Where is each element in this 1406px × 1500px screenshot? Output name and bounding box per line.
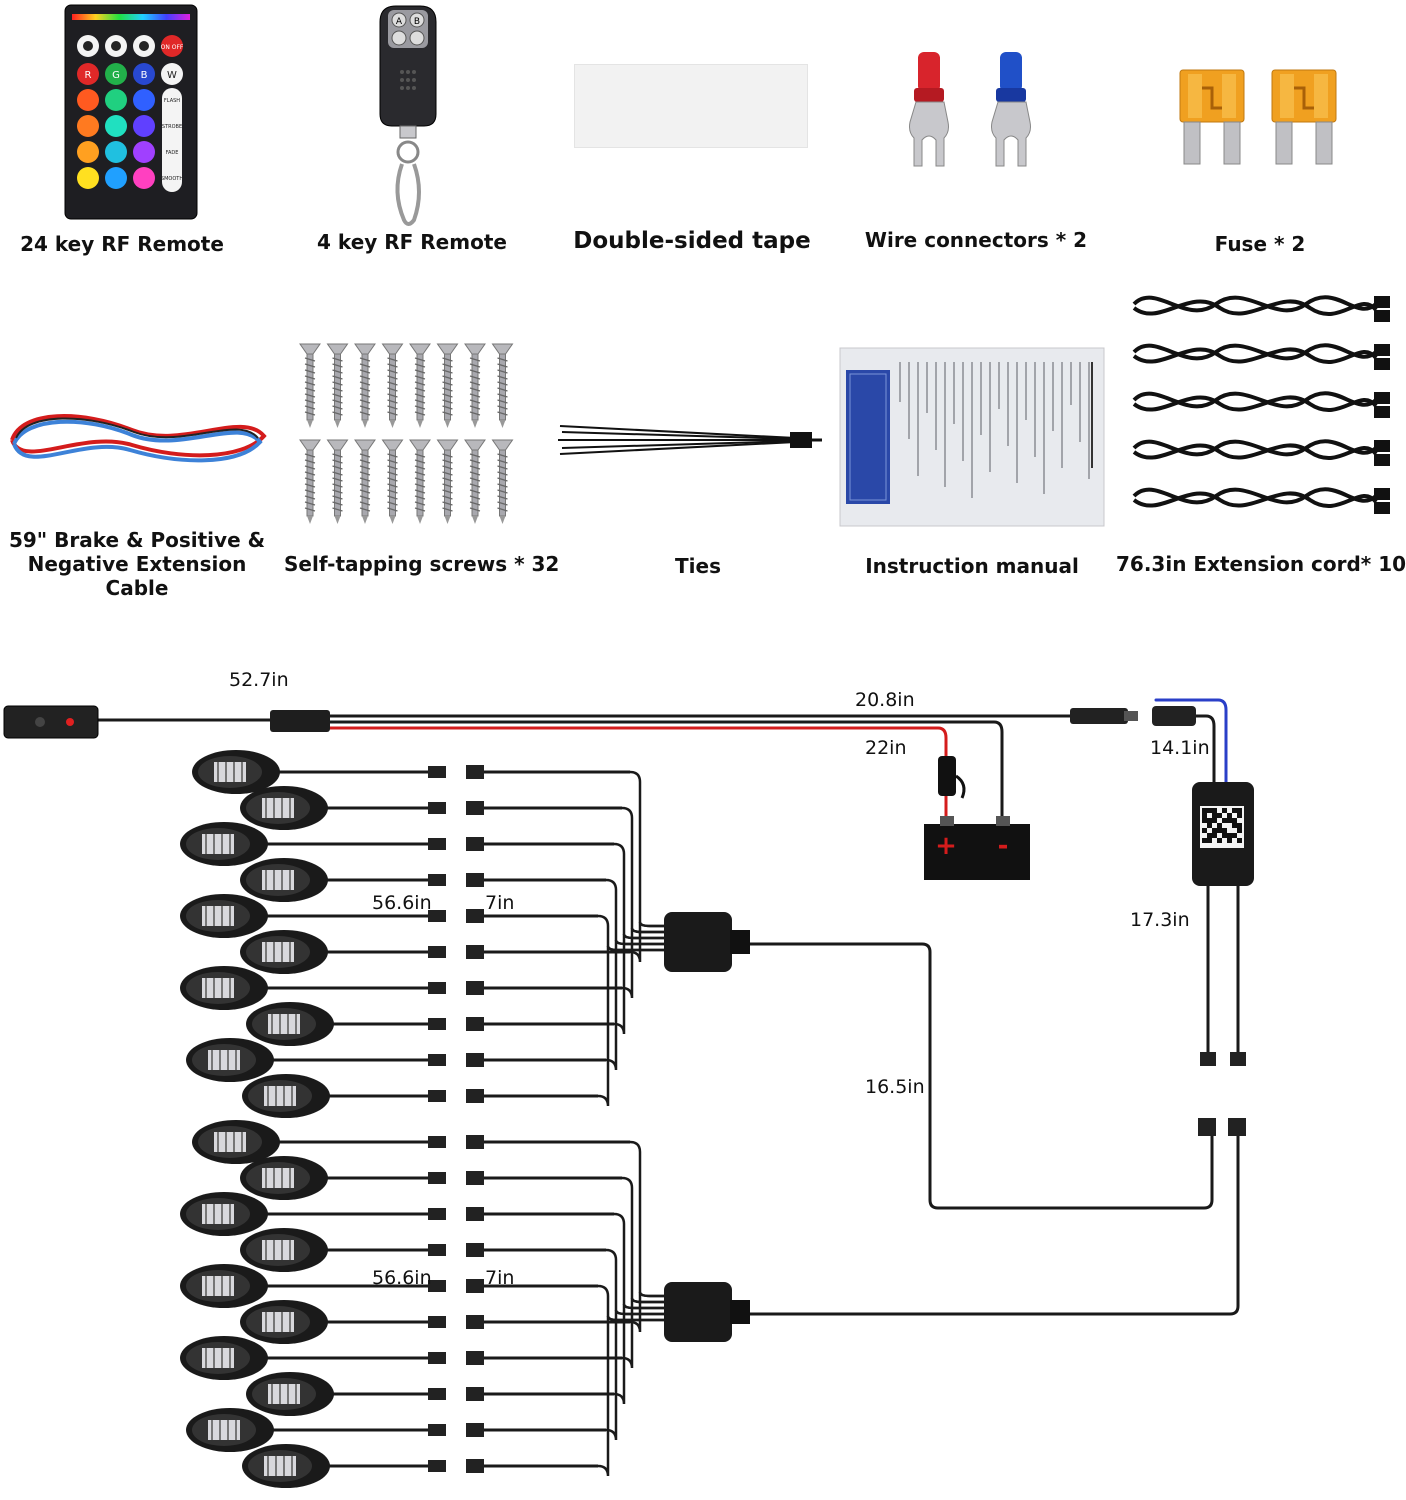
caption-ties: Ties: [675, 554, 721, 578]
double-sided-tape-image: [574, 64, 808, 148]
fuse-image: [1178, 68, 1338, 168]
battery-minus: -: [998, 831, 1009, 861]
dim-controller-out: 17.3in: [1130, 909, 1190, 931]
remote24-mode-label: FLASH: [164, 98, 180, 104]
extension-cords-image: [1126, 282, 1394, 532]
caption-extension-cable: 59" Brake & Positive & Negative Extensio…: [8, 528, 266, 600]
caption-double-sided-tape: Double-sided tape: [573, 228, 811, 254]
remote-24-key-image: ON OFF R G B W FLASH STROBE FADE SMOOTH: [64, 4, 198, 220]
caption-4-key-remote: 4 key RF Remote: [317, 230, 507, 254]
remote4-key-a: A: [396, 17, 403, 27]
remote24-mode-label: SMOOTH: [161, 176, 183, 182]
remote24-mode-label: STROBE: [162, 124, 182, 130]
dim-power-cable: 20.8in: [855, 689, 915, 711]
remote24-rgbw-label: B: [141, 70, 148, 81]
dim-controller-in: 14.1in: [1150, 737, 1210, 759]
caption-extension-cord: 76.3in Extension cord* 10: [1116, 552, 1406, 576]
ties-image: [556, 418, 822, 462]
wire-connectors-image: [900, 48, 1056, 172]
remote-4-key-image: A B: [372, 2, 444, 230]
caption-24-key-remote: 24 key RF Remote: [20, 232, 224, 256]
extension-cable-image: [2, 400, 270, 480]
remote24-mode-label: FADE: [166, 150, 179, 156]
caption-wire-connectors: Wire connectors * 2: [864, 228, 1088, 252]
instruction-manual-image: [839, 347, 1105, 527]
battery-plus: +: [935, 831, 957, 861]
dim-hub-link: 16.5in: [865, 1076, 925, 1098]
dim-pod-pigtail-top: 7in: [485, 892, 515, 914]
dim-pod-pigtail-bottom: 7in: [485, 1267, 515, 1289]
dim-pod-cable-top: 56.6in: [372, 892, 432, 914]
remote24-rgbw-label: G: [112, 70, 120, 81]
remote24-rgbw-label: R: [85, 70, 92, 81]
caption-screws: Self-tapping screws * 32: [284, 552, 560, 576]
remote24-onoff-label: ON OFF: [161, 44, 184, 51]
remote4-key-b: B: [414, 17, 420, 27]
caption-fuse: Fuse * 2: [1214, 232, 1306, 256]
caption-instruction-manual: Instruction manual: [865, 554, 1079, 578]
remote24-rgbw-label: W: [167, 70, 177, 81]
screws-image: [296, 340, 524, 530]
wiring-diagram: + -: [0, 660, 1396, 1500]
dim-pod-cable-bottom: 56.6in: [372, 1267, 432, 1289]
dim-switch-cable: 52.7in: [229, 669, 289, 691]
dim-fuse-cable: 22in: [865, 737, 907, 759]
